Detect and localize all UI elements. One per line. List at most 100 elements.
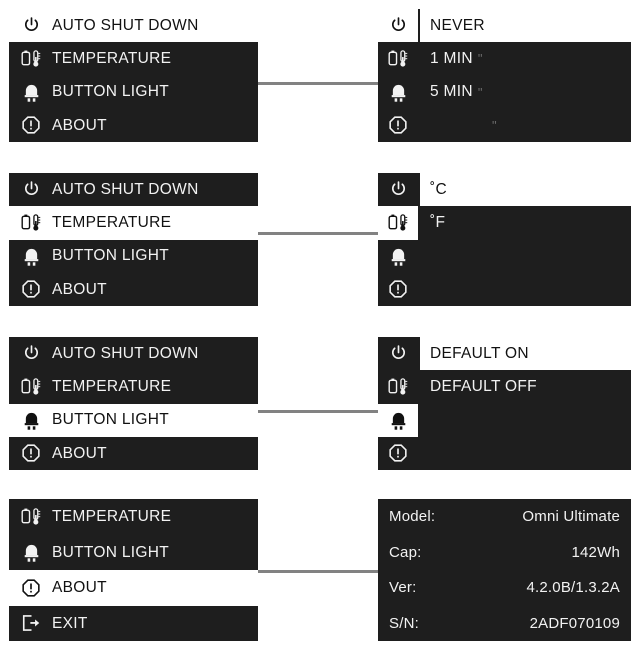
menu-item-label: BUTTON LIGHT xyxy=(52,83,169,101)
artifact-mark: " xyxy=(492,117,497,133)
spec-key: Cap: xyxy=(389,543,422,561)
connector-line-3 xyxy=(258,410,378,413)
power-icon xyxy=(18,179,44,201)
menu-item-label: BUTTON LIGHT xyxy=(52,247,169,265)
menu-item-label: AUTO SHUT DOWN xyxy=(52,16,199,34)
menu-item-temperature[interactable]: TEMPERATURE xyxy=(9,370,258,403)
menu-item-label: TEMPERATURE xyxy=(52,508,172,525)
option-blank xyxy=(420,240,631,273)
led-bulb-icon xyxy=(388,246,409,267)
menu-item-button-light[interactable]: BUTTON LIGHT xyxy=(9,76,258,109)
menu-item-label: EXIT xyxy=(52,614,88,632)
icon-rail xyxy=(378,337,418,470)
rail-item-auto-shut-down[interactable] xyxy=(378,173,418,206)
menu-item-temperature[interactable]: TEMPERATURE xyxy=(9,206,258,240)
rail-item-auto-shut-down[interactable] xyxy=(378,337,418,370)
option-blank xyxy=(420,437,631,470)
connector-line-1 xyxy=(258,82,378,85)
connector-line-4 xyxy=(258,570,378,573)
option-celsius[interactable]: ˚C xyxy=(420,173,631,207)
menu-item-auto-shut-down[interactable]: AUTO SHUT DOWN xyxy=(9,337,258,370)
menu-item-about[interactable]: ABOUT xyxy=(9,109,258,142)
option-blank xyxy=(420,273,631,306)
spec-key: Model: xyxy=(389,508,436,526)
option-label: DEFAULT ON xyxy=(430,344,529,362)
option-default-off[interactable]: DEFAULT OFF xyxy=(420,370,631,403)
screen-row-auto-shut-down: AUTO SHUT DOWN TEMPERATURE xyxy=(0,0,639,150)
option-label: 1 MIN xyxy=(430,49,473,67)
menu-panel-about: TEMPERATURE BUTTON LIGHT xyxy=(9,499,258,641)
artifact-mark: " xyxy=(477,84,483,100)
option-1-min[interactable]: 1 MIN " xyxy=(420,42,631,75)
menu-item-button-light[interactable]: BUTTON LIGHT xyxy=(9,240,258,273)
screen-row-button-light: AUTO SHUT DOWN TEMPERATURE xyxy=(0,328,639,478)
temperature-icon xyxy=(387,376,409,397)
spec-value: 2ADF070109 xyxy=(529,614,620,632)
menu-item-button-light[interactable]: BUTTON LIGHT xyxy=(9,535,258,571)
rail-item-button-light[interactable] xyxy=(378,240,418,273)
rail-item-about[interactable] xyxy=(378,273,418,306)
power-icon xyxy=(18,343,44,365)
icon-rail xyxy=(378,9,418,142)
option-default-on[interactable]: DEFAULT ON xyxy=(420,337,631,371)
menu-item-auto-shut-down[interactable]: AUTO SHUT DOWN xyxy=(9,9,258,43)
screen-row-temperature: AUTO SHUT DOWN TEMPERATURE xyxy=(0,164,639,314)
menu-item-about[interactable]: ABOUT xyxy=(9,273,258,306)
rail-item-temperature[interactable] xyxy=(378,42,418,75)
temperature-icon xyxy=(18,48,44,70)
menu-item-exit[interactable]: EXIT xyxy=(9,606,258,642)
rail-item-auto-shut-down[interactable] xyxy=(378,9,418,43)
rail-item-about[interactable] xyxy=(378,109,418,142)
menu-item-label: ABOUT xyxy=(52,116,107,134)
menu-item-about[interactable]: ABOUT xyxy=(9,570,258,606)
menu-item-label: ABOUT xyxy=(52,444,107,462)
menu-item-auto-shut-down[interactable]: AUTO SHUT DOWN xyxy=(9,173,258,206)
spec-row-model: Model: Omni Ultimate xyxy=(389,499,620,535)
menu-item-label: AUTO SHUT DOWN xyxy=(52,180,199,198)
rail-item-about[interactable] xyxy=(378,437,418,470)
option-blank xyxy=(420,404,631,437)
spec-row-serial: S/N: 2ADF070109 xyxy=(389,606,620,642)
info-icon xyxy=(18,442,44,464)
option-label: DEFAULT OFF xyxy=(430,377,537,395)
rail-item-button-light[interactable] xyxy=(378,403,418,437)
led-bulb-icon xyxy=(388,410,409,431)
menu-item-label: BUTTON LIGHT xyxy=(52,411,169,429)
menu-item-button-light[interactable]: BUTTON LIGHT xyxy=(9,403,258,437)
spec-row-ver: Ver: 4.2.0B/1.3.2A xyxy=(389,570,620,606)
rail-item-temperature[interactable] xyxy=(378,206,418,240)
power-icon xyxy=(389,180,408,199)
option-fahrenheit[interactable]: ˚F xyxy=(420,206,631,239)
power-icon xyxy=(389,16,408,35)
option-list-button-light: DEFAULT ON DEFAULT OFF xyxy=(418,337,631,470)
menu-item-label: ABOUT xyxy=(52,579,107,596)
option-5-min[interactable]: 5 MIN " xyxy=(420,76,631,109)
spec-value: 4.2.0B/1.3.2A xyxy=(526,579,620,597)
option-list-auto-shut-down: NEVER 1 MIN " 5 MIN " " xyxy=(418,9,631,142)
led-bulb-icon xyxy=(388,82,409,103)
option-label: ˚C xyxy=(430,180,447,198)
info-icon xyxy=(388,115,408,135)
menu-item-temperature[interactable]: TEMPERATURE xyxy=(9,42,258,75)
screen-row-about: TEMPERATURE BUTTON LIGHT xyxy=(0,490,639,649)
info-icon xyxy=(388,279,408,299)
detail-panel-about: Model: Omni Ultimate Cap: 142Wh Ver: 4.2… xyxy=(378,499,631,641)
artifact-mark: " xyxy=(477,51,483,67)
option-list-temperature: ˚C ˚F xyxy=(418,173,631,306)
menu-item-temperature[interactable]: TEMPERATURE xyxy=(9,499,258,535)
temperature-icon xyxy=(387,212,409,233)
led-bulb-icon xyxy=(18,245,44,267)
option-label: NEVER xyxy=(430,16,485,34)
led-bulb-icon xyxy=(18,81,44,103)
option-blank[interactable]: " xyxy=(420,109,631,142)
power-icon xyxy=(389,344,408,363)
menu-item-about[interactable]: ABOUT xyxy=(9,437,258,470)
menu-item-label: TEMPERATURE xyxy=(52,378,172,396)
rail-item-temperature[interactable] xyxy=(378,370,418,403)
spec-value: Omni Ultimate xyxy=(522,508,620,526)
rail-item-button-light[interactable] xyxy=(378,76,418,109)
option-never[interactable]: NEVER xyxy=(420,9,631,43)
info-icon xyxy=(18,278,44,300)
power-icon xyxy=(18,15,44,37)
